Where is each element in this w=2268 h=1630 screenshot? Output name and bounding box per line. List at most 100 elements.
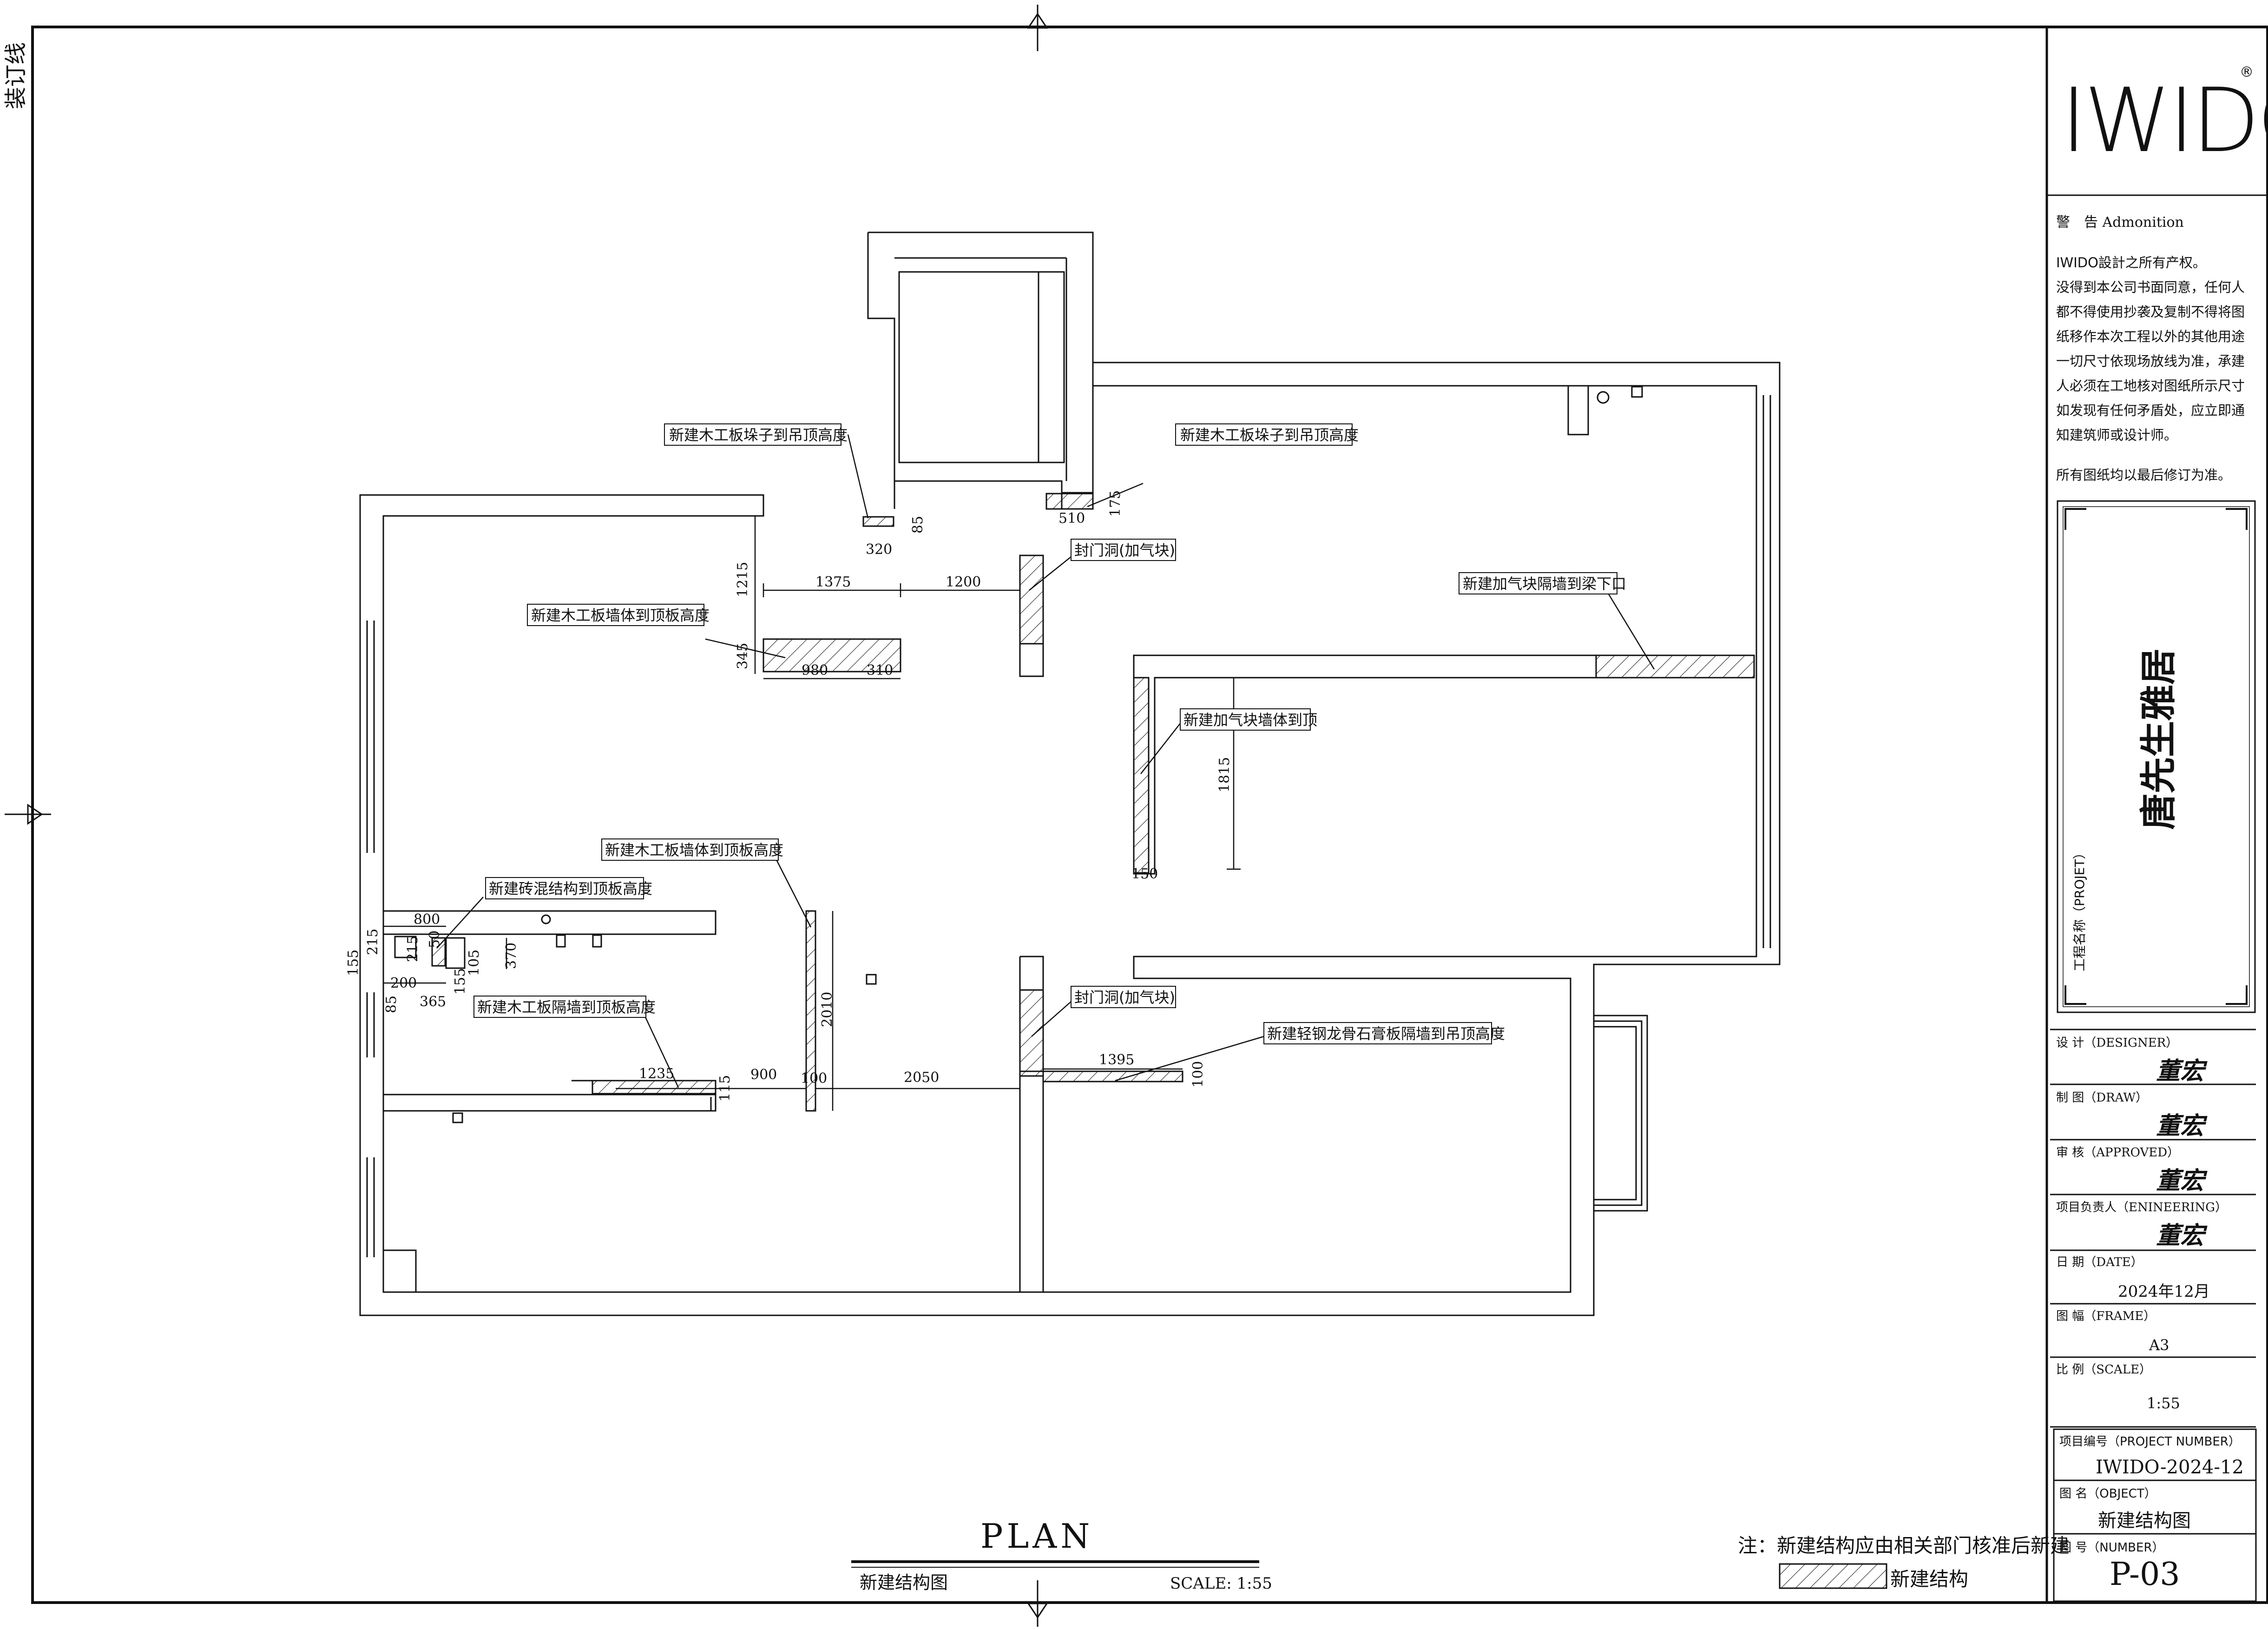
plan-title: PLAN xyxy=(980,1517,1093,1556)
dim-85b: 85 xyxy=(383,996,400,1013)
center-marks xyxy=(5,5,1048,1627)
new-structures xyxy=(431,493,1755,1112)
number-value: P-03 xyxy=(2110,1556,2180,1593)
door-seal-bottom xyxy=(1019,989,1044,1077)
plan-scale: SCALE: 1:55 xyxy=(1170,1574,1272,1593)
label-aac-wall-text: 新建加气块墙体到顶 xyxy=(1183,711,1317,729)
footnote: 注：新建结构应由相关部门核准后新建 xyxy=(1738,1534,2070,1557)
dim-1200: 1200 xyxy=(946,574,981,590)
label-wood-wall-mid: 新建木工板墙体到顶板高度 xyxy=(601,838,783,861)
label-beam-right-text: 新建木工板垛子到吊顶高度 xyxy=(1180,426,1359,444)
dim-365: 365 xyxy=(420,994,446,1010)
warning-line: 人必须在工地核对图纸所示尺寸 xyxy=(2056,378,2245,394)
shaft-box xyxy=(898,271,1039,463)
logo: IWIDO xyxy=(2061,69,2268,172)
label-gypsum-wall: 新建轻钢龙骨石膏板隔墙到吊顶高度 xyxy=(1263,1022,1505,1044)
dim-2010: 2010 xyxy=(819,992,835,1027)
new-wood-pillar-left xyxy=(862,516,894,527)
window-right xyxy=(1755,395,1771,948)
new-gypsum-wall xyxy=(1042,1070,1183,1082)
project-name: 唐先生雅居 xyxy=(2138,648,2180,830)
label-wood-wall-mid-text: 新建木工板墙体到顶板高度 xyxy=(605,841,783,859)
dimension-text: 320 85 510 175 1215 1375 1200 345 980 31… xyxy=(345,490,1233,1102)
dim-980: 980 xyxy=(802,662,828,679)
warning-line: 一切尺寸依现场放线为准，承建 xyxy=(2056,353,2245,369)
new-wood-wall-mid xyxy=(805,910,816,1112)
scale-label: 比 例（SCALE） xyxy=(2056,1363,2151,1377)
dim-1235: 1235 xyxy=(639,1066,674,1082)
new-aac-wall-beam xyxy=(1595,654,1755,679)
object-label: 图 名（OBJECT） xyxy=(2059,1487,2156,1501)
project-box xyxy=(2057,500,2256,1013)
approved-signature: 董宏 xyxy=(2156,1167,2208,1195)
window-left xyxy=(366,620,375,1257)
title-block: IWIDO ® 警 告 Admonition IWIDO設計之所有产权。 没得到… xyxy=(2045,27,2268,1603)
label-door-seal-bottom: 封门洞(加气块) xyxy=(1071,986,1176,1008)
dim-100b: 100 xyxy=(1190,1061,1206,1088)
dim-800: 800 xyxy=(414,911,440,928)
warning-line: IWIDO設計之所有产权。 xyxy=(2056,255,2206,271)
dim-175: 175 xyxy=(1107,490,1124,517)
new-aac-wall xyxy=(1133,677,1150,874)
bay-window xyxy=(1594,1015,1648,1212)
annotation-leaders xyxy=(436,434,1655,1088)
dim-150: 150 xyxy=(1131,866,1158,882)
counter-bar xyxy=(383,910,717,935)
revision-note: 所有图纸均以最后修订为准。 xyxy=(2056,467,2231,483)
dim-215a: 215 xyxy=(365,929,381,955)
warning-line: 知建筑师或设计师。 xyxy=(2056,427,2177,443)
new-wood-partition xyxy=(592,1080,717,1095)
dim-200: 200 xyxy=(390,975,417,991)
label-aac-beam-text: 新建加气块隔墙到梁下口 xyxy=(1463,575,1626,593)
designer-label: 设 计（DESIGNER） xyxy=(2056,1036,2178,1050)
dim-370: 370 xyxy=(503,943,519,969)
warning-text: IWIDO設計之所有产权。 没得到本公司书面同意，任何人 都不得使用抄袭及复制不… xyxy=(2056,255,2245,443)
project-number-label: 项目编号（PROJECT NUMBER） xyxy=(2059,1435,2241,1449)
label-wood-wall-top: 新建木工板墙体到顶板高度 xyxy=(527,604,710,626)
dim-2050: 2050 xyxy=(904,1069,939,1086)
dim-50: 50 xyxy=(427,930,443,948)
legend-swatch xyxy=(1779,1563,1887,1589)
label-gypsum-wall-text: 新建轻钢龙骨石膏板隔墙到吊顶高度 xyxy=(1267,1025,1505,1043)
label-aac-wall: 新建加气块墙体到顶 xyxy=(1180,708,1317,731)
label-beam-left: 新建木工板垛子到吊顶高度 xyxy=(664,423,848,446)
label-beam-right: 新建木工板垛子到吊顶高度 xyxy=(1175,423,1359,446)
designer-signature: 董宏 xyxy=(2156,1057,2208,1085)
floor-plan xyxy=(359,231,1781,1316)
date-value: 2024年12月 xyxy=(2118,1282,2210,1301)
label-aac-beam: 新建加气块隔墙到梁下口 xyxy=(1459,572,1626,594)
plan-subtitle: 新建结构图 xyxy=(860,1572,948,1593)
warning-line: 都不得使用抄袭及复制不得将图 xyxy=(2056,304,2245,320)
draw-label: 制 图（DRAW） xyxy=(2056,1091,2148,1105)
label-wood-wall-top-text: 新建木工板墙体到顶板高度 xyxy=(531,607,710,624)
dim-115: 115 xyxy=(717,1075,733,1102)
dim-345: 345 xyxy=(735,643,751,669)
approved-label: 审 核（APPROVED） xyxy=(2056,1146,2179,1160)
exterior-wall-outer xyxy=(359,362,1781,1316)
wall-lower-left xyxy=(383,1094,717,1112)
label-door-seal-top-text: 封门洞(加气块) xyxy=(1074,541,1175,559)
binding-edge-label: 装订线 xyxy=(3,42,29,109)
project-label: 工程名称（PROJET） xyxy=(2072,846,2087,971)
number-label: 图 号（NUMBER） xyxy=(2059,1541,2164,1555)
warning-label: 警 告 Admonition xyxy=(2056,214,2184,231)
engineering-signature: 董宏 xyxy=(2156,1222,2208,1250)
dim-900: 900 xyxy=(750,1067,777,1083)
dim-105: 105 xyxy=(466,950,482,976)
draw-signature: 董宏 xyxy=(2156,1112,2208,1140)
dim-1815: 1815 xyxy=(1216,757,1233,792)
door-seal-top xyxy=(1019,554,1044,645)
project-number-value: IWIDO-2024-12 xyxy=(2096,1457,2244,1478)
dim-85: 85 xyxy=(910,516,926,534)
logo-registered-mark: ® xyxy=(2240,64,2254,80)
plan-title-block: PLAN 新建结构图 SCALE: 1:55 xyxy=(851,1517,1272,1593)
shaft-walls xyxy=(867,231,1094,509)
dim-155a: 155 xyxy=(345,950,362,976)
dim-215b: 215 xyxy=(405,936,421,962)
date-label: 日 期（DATE） xyxy=(2056,1255,2143,1269)
label-brick-concrete: 新建砖混结构到顶板高度 xyxy=(485,877,652,899)
dim-1375: 1375 xyxy=(815,574,851,590)
warning-line: 如发现有任何矛盾处，应立即通 xyxy=(2056,403,2245,418)
label-wood-partition: 新建木工板隔墙到顶板高度 xyxy=(473,996,656,1018)
